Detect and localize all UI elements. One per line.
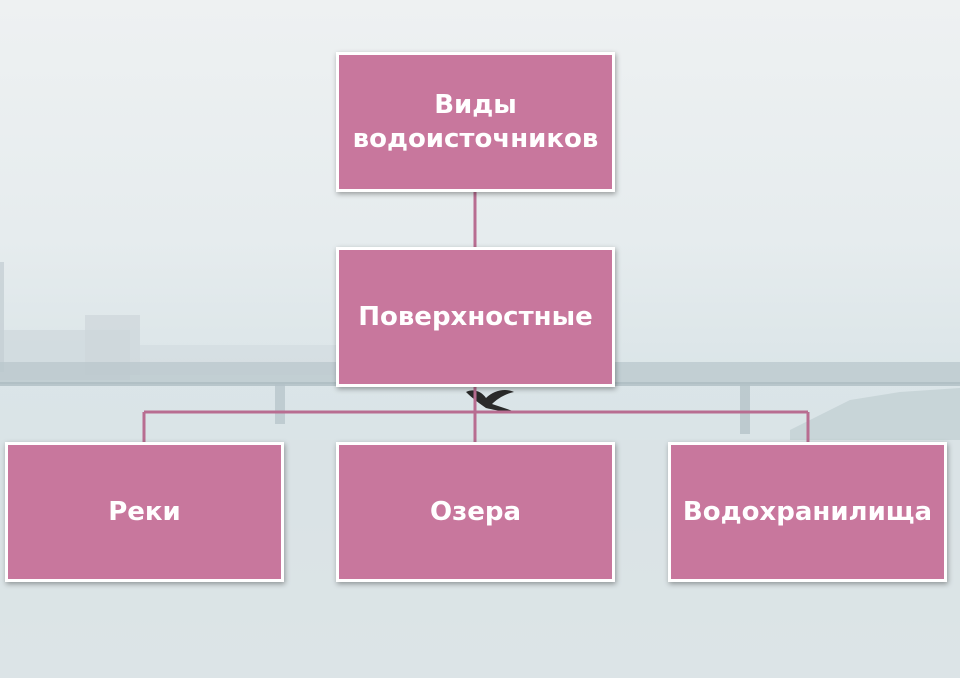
node-label: Водохранилища	[682, 497, 933, 527]
node-water-source-types: Виды водоисточников	[336, 52, 615, 192]
node-rivers: Реки	[5, 442, 284, 582]
node-reservoirs: Водохранилища	[668, 442, 947, 582]
node-lakes: Озера	[336, 442, 615, 582]
node-label: Поверхностные	[358, 302, 593, 332]
node-label: Реки	[108, 497, 181, 527]
node-label: Виды водоисточников	[352, 90, 599, 154]
node-label: Озера	[430, 497, 521, 527]
node-surface: Поверхностные	[336, 247, 615, 387]
